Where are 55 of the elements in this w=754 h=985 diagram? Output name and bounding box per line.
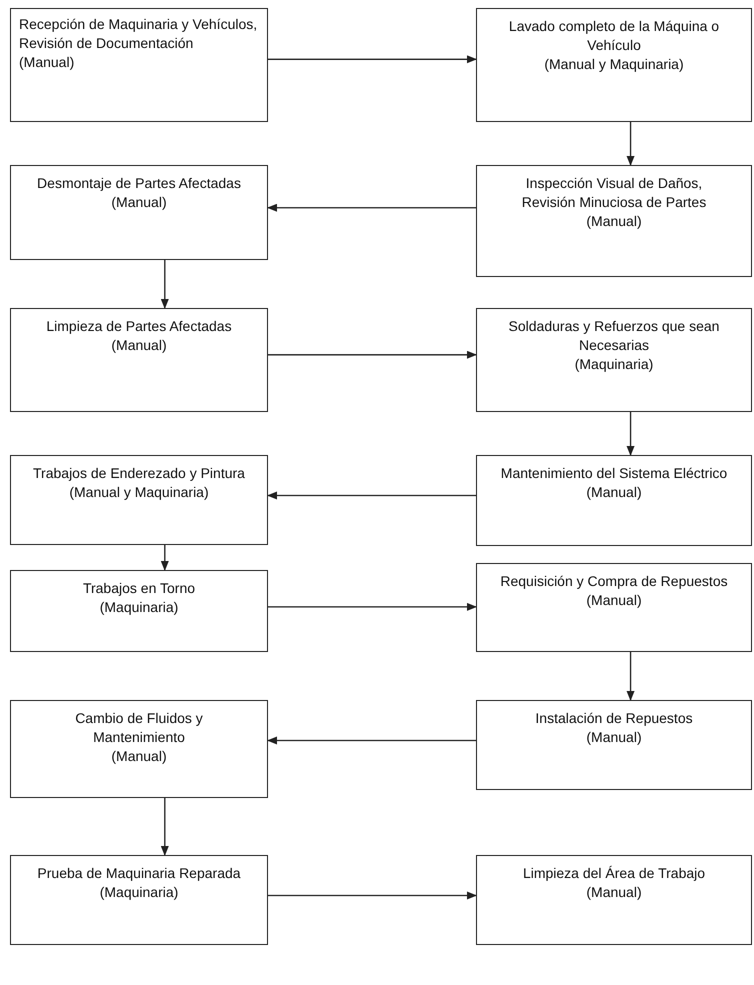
step-method: (Manual) <box>111 193 167 212</box>
step-title: Mantenimiento del Sistema Eléctrico <box>500 464 728 483</box>
step-title: Limpieza del Área de Trabajo <box>522 864 706 883</box>
process-box <box>476 855 752 945</box>
step-method: (Maquinaria) <box>574 355 654 374</box>
arrow <box>268 892 477 900</box>
step-method: (Maquinaria) <box>100 598 178 617</box>
step-method: (Manual) <box>111 747 167 766</box>
arrow <box>267 492 476 500</box>
step-title: Trabajos en Torno <box>82 579 196 598</box>
arrow <box>160 798 169 856</box>
arrow <box>160 260 169 309</box>
step-title: Desmontaje de Partes Afectadas <box>37 174 241 193</box>
step-method: (Maquinaria) <box>100 883 178 902</box>
step-method: (Manual) <box>586 212 642 231</box>
arrow <box>626 122 635 166</box>
step-title: Lavado completo de la Máquina o Vehículo <box>508 17 720 55</box>
step-title: Instalación de Repuestos <box>535 709 693 728</box>
process-box <box>10 165 268 260</box>
step-title: Recepción de Maquinaria y Vehículos, Revisión de Documentación <box>19 15 258 53</box>
step-method: (Manual y Maquinaria) <box>69 483 209 502</box>
arrow <box>160 545 169 571</box>
arrow <box>626 652 635 701</box>
step-title: Trabajos de Enderezado y Pintura <box>33 464 245 483</box>
process-box <box>10 570 268 652</box>
process-box <box>10 308 268 412</box>
arrow <box>626 412 635 456</box>
process-box <box>476 8 752 122</box>
arrow <box>268 350 477 359</box>
step-method: (Manual) <box>586 883 642 902</box>
process-box <box>10 855 268 945</box>
arrow <box>268 602 477 611</box>
arrow <box>268 55 477 64</box>
process-box <box>476 165 752 277</box>
step-method: (Manual) <box>586 728 642 747</box>
process-box <box>476 308 752 412</box>
step-method: (Manual) <box>586 591 642 610</box>
process-box <box>476 700 752 790</box>
step-method: (Manual) <box>586 483 642 502</box>
step-title: Requisición y Compra de Repuestos <box>500 572 728 591</box>
arrow <box>267 736 476 744</box>
step-method: (Manual) <box>111 336 167 355</box>
step-title: Prueba de Maquinaria Reparada <box>37 864 241 883</box>
process-box <box>476 455 752 546</box>
step-method: (Manual y Maquinaria) <box>544 55 684 74</box>
process-box <box>476 563 752 652</box>
process-box <box>10 8 268 122</box>
arrow <box>267 204 476 212</box>
step-method: (Manual) <box>19 53 74 72</box>
step-title: Cambio de Fluidos y Mantenimiento <box>74 709 204 747</box>
process-box <box>10 700 268 798</box>
step-title: Inspección Visual de Daños, Revisión Minuciosa de Partes <box>520 174 708 212</box>
process-box <box>10 455 268 545</box>
step-title: Limpieza de Partes Afectadas <box>46 317 232 336</box>
step-title: Soldaduras y Refuerzos que sean Necesarias <box>508 317 720 355</box>
